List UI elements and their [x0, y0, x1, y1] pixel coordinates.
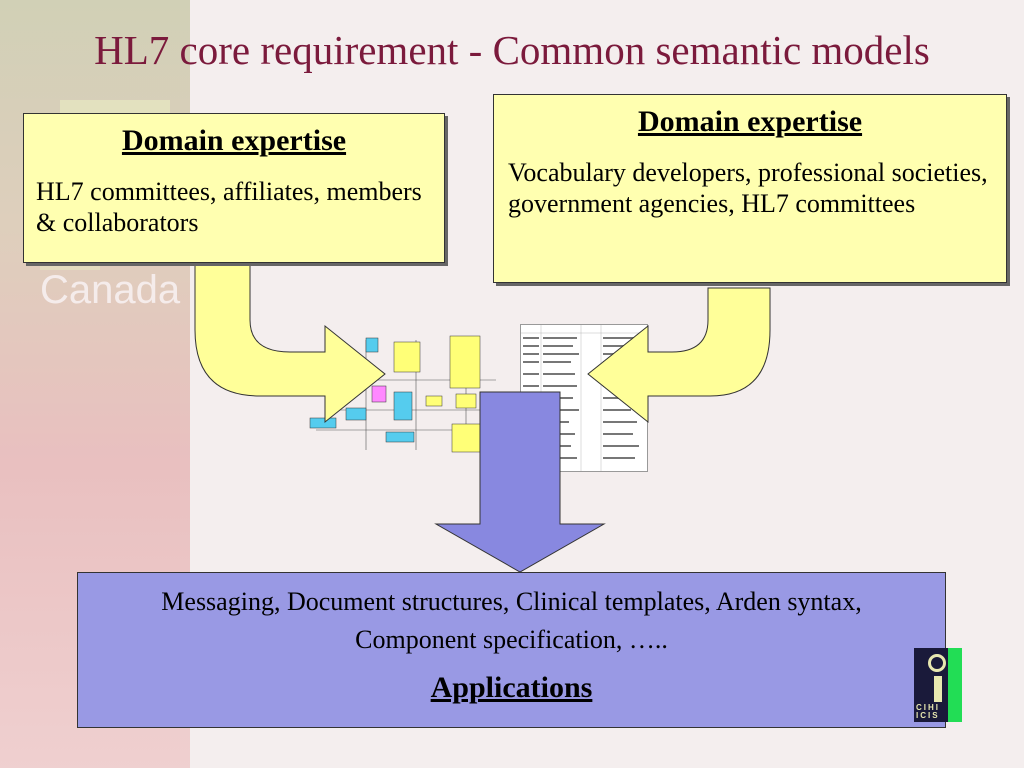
right-yellow-arrow: [587, 287, 771, 424]
box-heading: Domain expertise: [121, 124, 347, 157]
applications-heading: Applications: [430, 671, 593, 704]
domain-expertise-committees-box: Domain expertise HL7 committees, affilia…: [23, 113, 445, 263]
applications-box: Messaging, Document structures, Clinical…: [77, 572, 946, 728]
down-blue-arrow: [434, 391, 606, 573]
slide-title: HL7 core requirement - Common semantic m…: [94, 27, 930, 73]
logo-circle: [928, 654, 946, 672]
logo-text: CIHI ICIS: [916, 703, 940, 720]
background-watermark-text: Canada: [40, 268, 181, 312]
box-body: Vocabulary developers, professional soci…: [508, 158, 988, 218]
cihi-logo: CIHI ICIS: [914, 648, 962, 722]
box-heading: Domain expertise: [637, 105, 863, 138]
logo-i-stem: [934, 676, 942, 702]
box-body: HL7 committees, affiliates, members & co…: [36, 177, 422, 237]
left-yellow-arrow: [194, 262, 386, 424]
applications-body: Messaging, Document structures, Clinical…: [161, 587, 862, 654]
logo-green-bar: [948, 648, 962, 722]
domain-expertise-vocabulary-box: Domain expertise Vocabulary developers, …: [493, 94, 1007, 283]
